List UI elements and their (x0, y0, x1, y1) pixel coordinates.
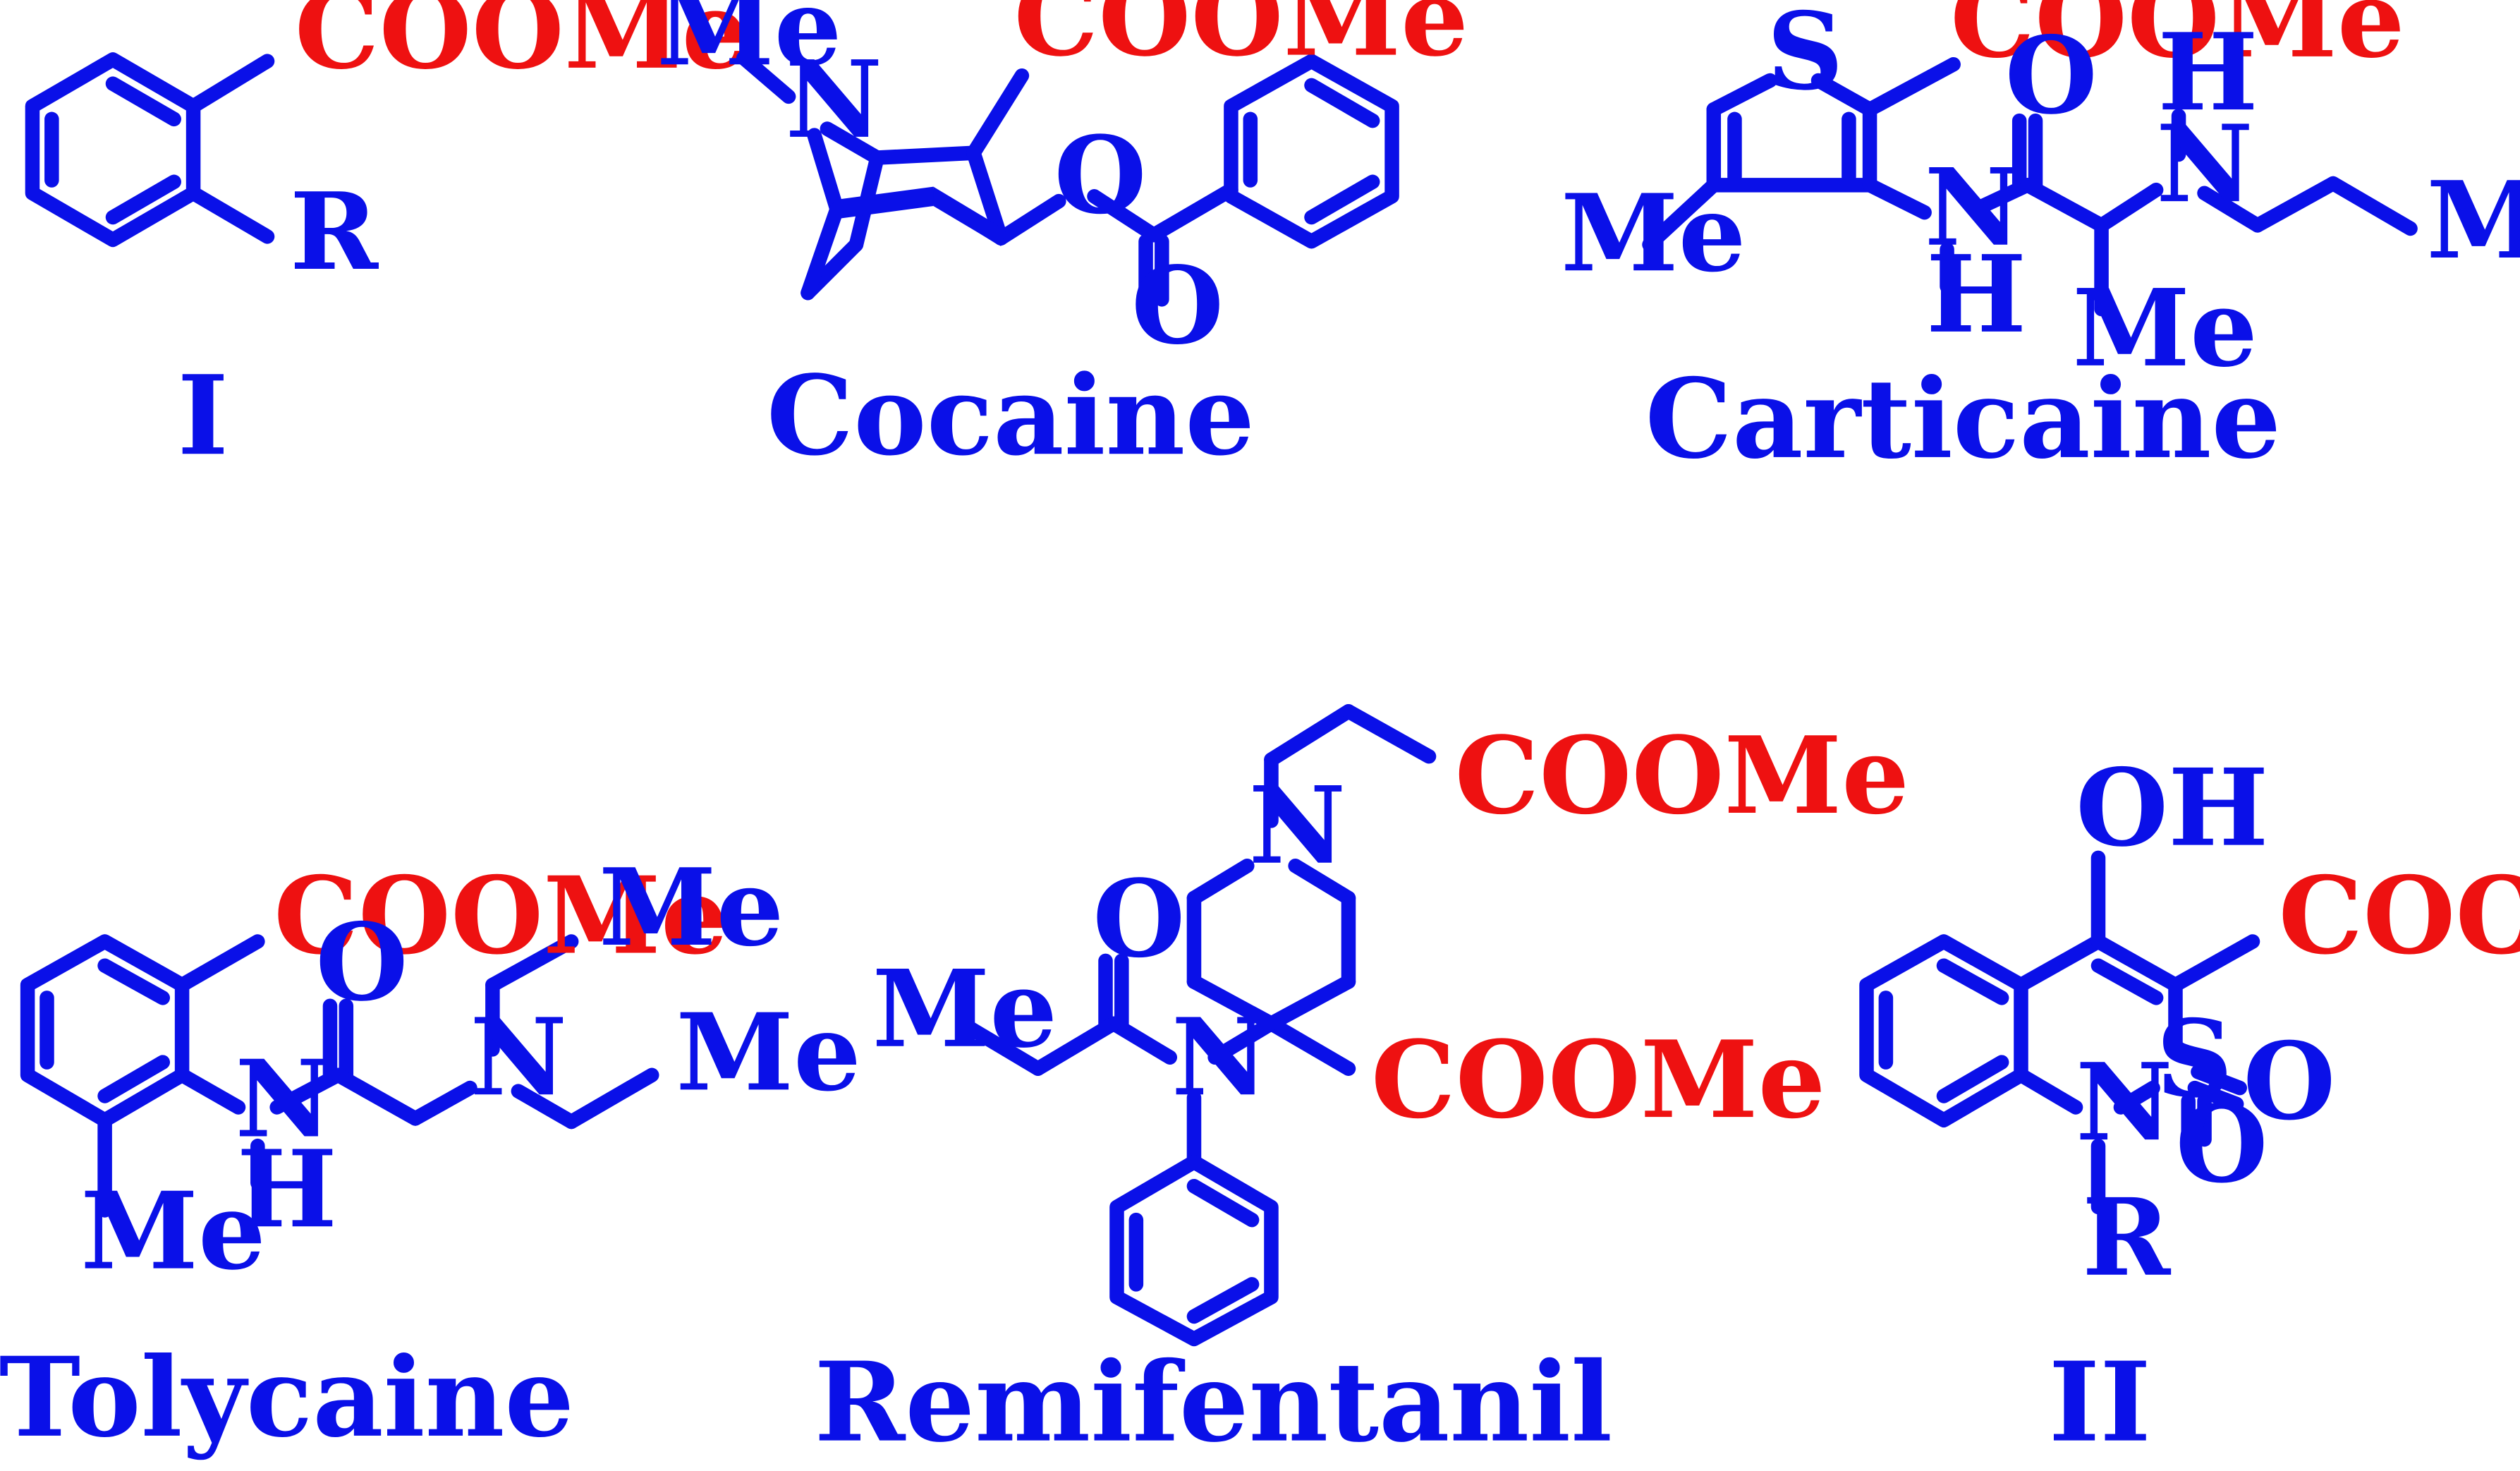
cocaine-wedge-bond-2 (933, 186, 1006, 247)
compound-i-r-label: R (290, 169, 379, 294)
remifentanil-me-label: Me (872, 947, 1057, 1072)
compound-cocaine: Me N COOMe O O Cocaine (657, 0, 1468, 480)
compound-tolycaine: COOMe O N H N Me Me Me Tolycaine (0, 845, 861, 1462)
carticaine-me-ring-label: Me (1561, 171, 1746, 296)
cocaine-wedge-bond (836, 186, 934, 219)
carticaine-s-label: S (1767, 0, 1844, 114)
tolycaine-n-amine-label: N (470, 995, 567, 1120)
tolycaine-h-label: H (237, 1127, 337, 1252)
compound-i: COOMe R I (25, 0, 750, 480)
compound-ii-n-label: N (2076, 1040, 2173, 1165)
tolycaine-caption: Tolycaine (0, 1333, 574, 1462)
compound-i-bonds (25, 52, 275, 248)
compound-ii-o-right-label: O (2243, 1019, 2335, 1144)
remifentanil-ester-lower-label: COOMe (1371, 1017, 1826, 1142)
tolycaine-me-ring-label: Me (80, 1169, 265, 1294)
tolycaine-n-amide-label: N (235, 1037, 332, 1162)
carticaine-h-amide-label: H (1926, 232, 2026, 357)
remifentanil-caption: Remifentanil (815, 1338, 1613, 1467)
carticaine-h-amine-label: H (2157, 10, 2258, 135)
carticaine-ester-label: COOMe (1950, 0, 2405, 82)
compound-remifentanil: N N O Me COOMe COOMe Remifentanil (815, 704, 1910, 1467)
carticaine-n-amide-label: N (1925, 145, 2022, 270)
compound-ii-oh-label: OH (2076, 746, 2268, 871)
carticaine-me-propyl-label: Me (2426, 158, 2520, 283)
carticaine-me-alpha-label: Me (2072, 266, 2257, 391)
compound-ii-bonds (1859, 850, 2260, 1215)
cocaine-n-label: N (786, 37, 883, 162)
compound-ii-ester-label: COOMe (2278, 853, 2520, 978)
compound-ii: OH COOMe S O O N R II (1859, 746, 2520, 1467)
cocaine-ester-label: COOMe (1014, 0, 1468, 80)
carticaine-o-label: O (2005, 13, 2098, 138)
remifentanil-n-amide-label: N (1171, 995, 1269, 1120)
cocaine-o-ether-label: O (1054, 113, 1147, 238)
compound-ii-s-label: S (2156, 996, 2233, 1121)
tolycaine-bonds (20, 934, 659, 1218)
tolycaine-o-label: O (315, 900, 408, 1025)
carticaine-bonds (1642, 56, 2418, 317)
remifentanil-ester-upper-label: COOMe (1455, 713, 1910, 838)
carticaine-n-amine-label: N (2156, 102, 2253, 226)
cocaine-me-label: Me (657, 0, 841, 90)
cocaine-caption: Cocaine (767, 351, 1255, 480)
tolycaine-me-upper-label: Me (599, 845, 784, 970)
carticaine-caption: Carticaine (1645, 354, 2282, 483)
compound-carticaine: S COOMe O N H N H Me Me Me Carticaine (1561, 0, 2520, 483)
compound-i-ester-label: COOMe (295, 0, 750, 93)
remifentanil-o-label: O (1092, 856, 1185, 981)
cocaine-o-carbonyl-label: O (1131, 243, 1224, 368)
compound-i-caption: I (177, 351, 229, 480)
tolycaine-ester-label: COOMe (274, 853, 729, 978)
compound-ii-o-bottom-label: O (2175, 1082, 2268, 1206)
compound-ii-caption: II (2049, 1338, 2151, 1467)
tolycaine-me-lower-label: Me (676, 990, 860, 1115)
remifentanil-bonds (955, 704, 1437, 1347)
remifentanil-n-piperidine-label: N (1249, 763, 1346, 888)
compound-ii-r-label: R (2082, 1175, 2171, 1300)
